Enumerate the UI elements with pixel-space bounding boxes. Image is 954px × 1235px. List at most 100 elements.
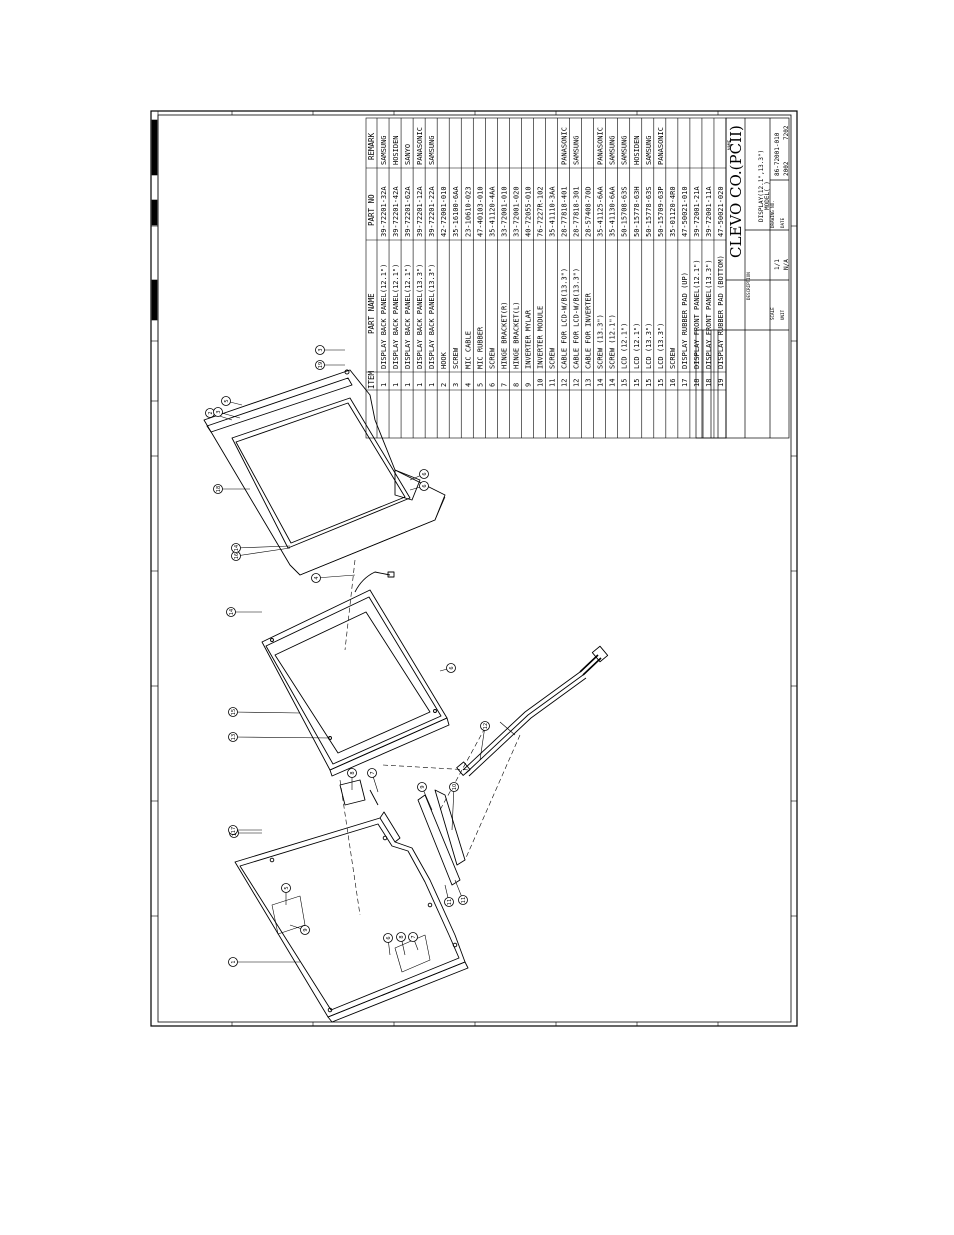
bom-part-name: MIC RUBBER — [476, 326, 484, 369]
balloons: 1234567891011121314151617181936614111759… — [205, 345, 490, 967]
date-label: DATE — [780, 217, 785, 228]
lcd-panel — [261, 589, 450, 777]
frame-zone-ticks — [150, 110, 797, 1026]
balloon-callout: 12 — [480, 721, 490, 731]
bom-part-name: CABLE FOR INVERTER — [585, 292, 593, 369]
bom-part-name: SCREW — [488, 347, 496, 369]
balloon-number: 17 — [231, 827, 237, 833]
balloon-callout: 11 — [458, 895, 468, 905]
bom-part-number: 28-77818-401 — [561, 186, 569, 237]
bom-part-name: LCD (12.1") — [621, 323, 629, 369]
bom-remark: SAMSUNG — [428, 135, 436, 165]
balloon-callout: 8 — [396, 932, 406, 942]
bom-remark: HOSIDEN — [392, 135, 400, 165]
balloon-callout: 5 — [221, 396, 231, 406]
description-label: DESCRIPTION — [746, 272, 751, 300]
balloon-callout: 19 — [315, 360, 325, 370]
balloon-callout: 14 — [231, 543, 241, 553]
bom-item-number: 1 — [428, 383, 436, 387]
balloon-number: 5 — [284, 886, 290, 889]
balloon-callout: 2 — [205, 408, 215, 418]
bom-remark: SAMSUNG — [609, 135, 617, 165]
bom-item-number: 15 — [633, 379, 641, 387]
bom-part-name: DISPLAY BACK PANEL(12.1") — [380, 264, 388, 369]
balloon-number: 11 — [461, 897, 467, 903]
bom-part-number: 28-57408-70D — [585, 186, 593, 237]
display-front-panel — [203, 369, 446, 576]
scale-value: 1/1 — [774, 259, 781, 270]
bom-item-number: 18 — [705, 379, 713, 387]
balloon-callout: 7 — [367, 768, 377, 778]
bom-remark: SANYO — [404, 144, 412, 165]
bom-part-name: SCREW — [549, 347, 557, 369]
balloon-callout: 3 — [213, 407, 223, 417]
balloon-callout: 4 — [311, 573, 321, 583]
bom-part-name: DISPLAY FRONT PANEL(12.1") — [693, 259, 701, 369]
bom-item-number: 13 — [585, 379, 593, 387]
balloon-number: 6 — [422, 472, 428, 475]
bom-remark: SAMSUNG — [380, 135, 388, 165]
balloon-number: 12 — [483, 723, 489, 729]
title-block — [695, 117, 790, 439]
balloon-callout: 11 — [444, 897, 454, 907]
balloon-number: 4 — [314, 576, 320, 579]
bom-part-name: INVERTER MYLAR — [524, 309, 532, 369]
balloon-callout: 8 — [347, 768, 357, 778]
bom-part-number: 39-72201-22A — [428, 186, 436, 237]
model-label: MODEL( ) — [764, 181, 771, 210]
balloon-callout: 6 — [419, 469, 429, 479]
bom-part-number: 35-41110-3AA — [549, 186, 557, 237]
balloon-number: 2 — [208, 411, 214, 414]
bom-part-name: DISPLAY RUBBER PAD (BOTTOM) — [717, 255, 725, 369]
bom-item-number: 11 — [549, 379, 557, 387]
balloon-callout: 17 — [228, 825, 238, 835]
bom-header-part-no: PART NO — [367, 194, 376, 226]
balloon-number: 1 — [231, 960, 237, 963]
balloon-number: 16 — [234, 553, 240, 559]
bom-part-name: INVERTER MODULE — [536, 306, 544, 369]
balloon-number: 8 — [350, 771, 356, 774]
balloon-callout: 10 — [449, 782, 459, 792]
balloon-callout: 9 — [417, 782, 427, 792]
bom-part-name: LCD (12.1") — [633, 323, 641, 369]
balloon-number: 6 — [422, 484, 428, 487]
balloon-callout: 9 — [300, 925, 310, 935]
bom-header-part-name: PART NAME — [367, 293, 376, 334]
bom-remark: HOSIDEN — [633, 135, 641, 165]
balloon-number: 11 — [447, 899, 453, 905]
bom-item-number: 19 — [717, 379, 725, 387]
scale-label: SCALE — [770, 307, 775, 320]
bom-part-number: 39-72001-11A — [705, 186, 713, 237]
bom-part-number: 35-41130-6AA — [609, 186, 617, 237]
bom-part-number: 47-50021-020 — [717, 186, 725, 237]
bom-item-number: 18 — [693, 379, 701, 387]
bom-part-number: 35-41120-4AA — [488, 186, 496, 237]
balloon-number: 9 — [303, 928, 309, 931]
bom-part-name: SCREW — [669, 347, 677, 369]
bom-part-number: 47-50021-010 — [681, 186, 689, 237]
balloon-callout: 5 — [281, 883, 291, 893]
bom-part-number: 23-10610-023 — [464, 186, 472, 237]
bom-item-number: 1 — [404, 383, 412, 387]
balloon-number: 9 — [420, 785, 426, 788]
bom-item-number: 10 — [536, 379, 544, 387]
balloon-number: 6 — [386, 936, 392, 939]
bom-part-number: 35-01120-4R0 — [669, 186, 677, 237]
bom-item-number: 1 — [392, 383, 400, 387]
balloon-callout: 15 — [228, 707, 238, 717]
bom-item-number: 17 — [681, 379, 689, 387]
bom-remark: SAMSUNG — [621, 135, 629, 165]
balloon-number: 6 — [449, 666, 455, 669]
bom-part-number: 33-72001-010 — [500, 186, 508, 237]
bom-remark: PANASONIC — [561, 127, 569, 165]
display-back-panel — [234, 811, 469, 1023]
bom-item-number: 14 — [609, 379, 617, 387]
bom-part-name: MIC CABLE — [464, 331, 472, 369]
bom-part-name: SCREW (13.3") — [597, 314, 605, 369]
balloon-number: 8 — [399, 935, 405, 938]
bom-item-number: 12 — [573, 379, 581, 387]
assembly-guide-lines — [339, 559, 521, 916]
bom-item-number: 8 — [512, 383, 520, 387]
revision-value: 7202 — [783, 125, 790, 140]
